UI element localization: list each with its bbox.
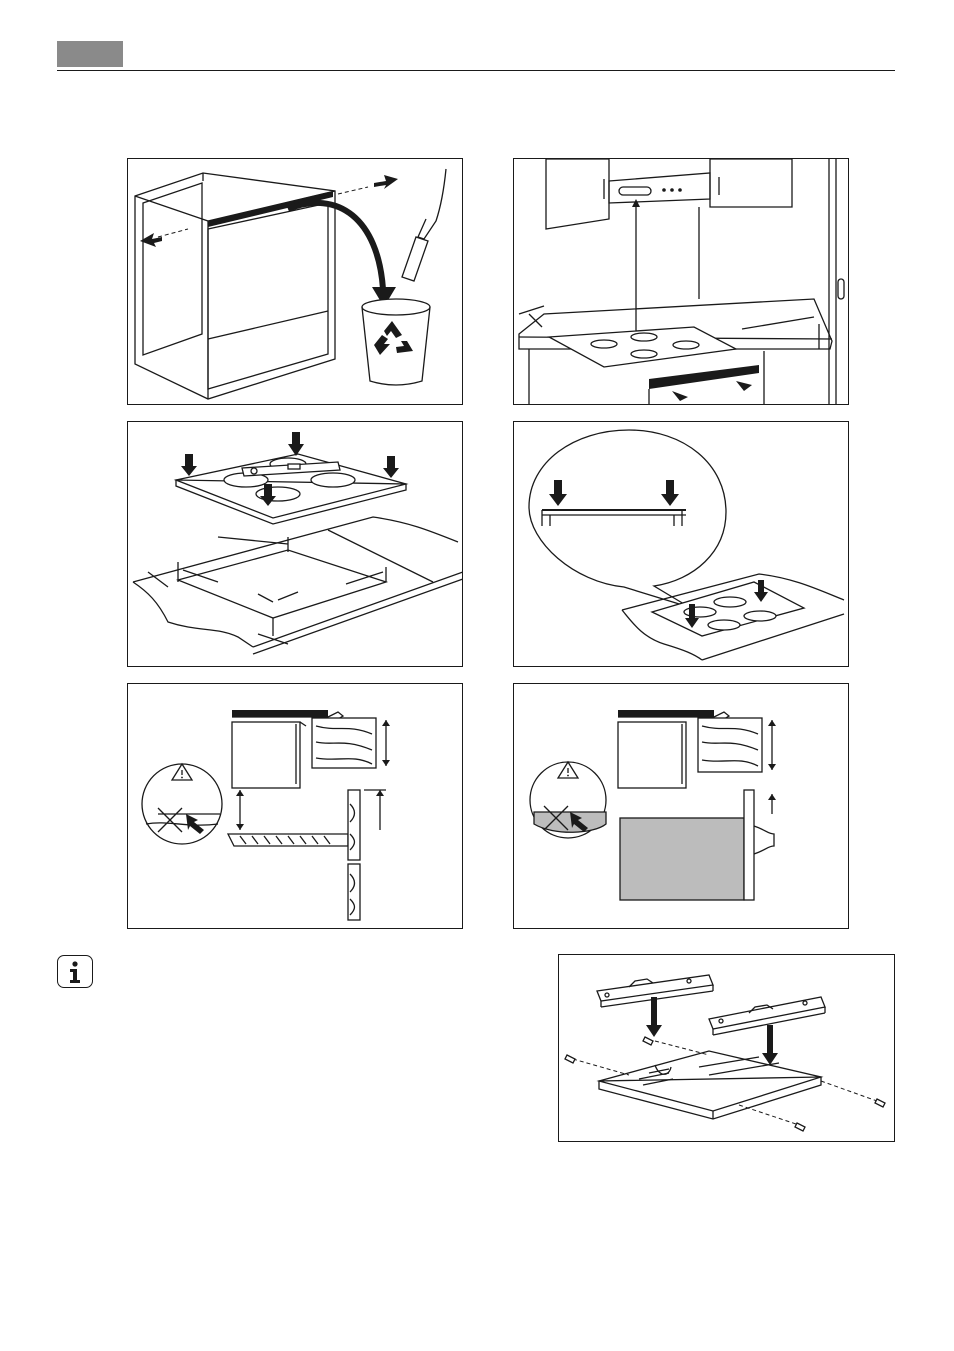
figure-hob-seal-detail	[513, 421, 849, 667]
figure-section-oven	[513, 683, 849, 929]
chapter-tab	[57, 41, 123, 67]
figure-kitchen-clearances	[513, 158, 849, 405]
recycle-icon	[374, 321, 413, 355]
figure-hob-placement	[127, 421, 463, 667]
figure-cabinet-rail-removal	[127, 158, 463, 405]
figure-section-drawer	[127, 683, 463, 929]
info-icon	[57, 955, 93, 988]
header-rule	[57, 70, 895, 71]
figure-bracket-assembly	[558, 954, 895, 1142]
magnifier-callout-icon	[529, 430, 726, 607]
